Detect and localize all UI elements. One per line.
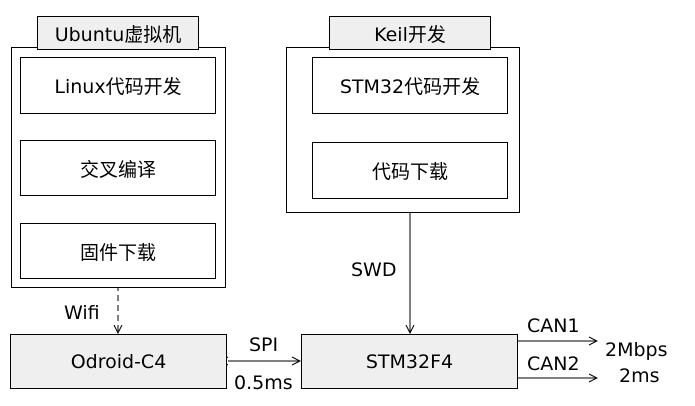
can-period-label: 2ms <box>619 365 660 387</box>
stm32f4-device: STM32F4 <box>301 334 518 389</box>
odroid-c4-device: Odroid-C4 <box>10 334 227 389</box>
swd-label: SWD <box>351 259 397 281</box>
wifi-label: Wifi <box>64 302 100 324</box>
spi-period-label: 0.5ms <box>234 372 293 394</box>
keil-title: Keil开发 <box>329 16 491 50</box>
ubuntu-title: Ubuntu虚拟机 <box>37 16 199 50</box>
keil-step-stm32-dev: STM32代码开发 <box>312 57 508 114</box>
ubuntu-step-linux-dev: Linux代码开发 <box>20 57 216 114</box>
ubuntu-step-cross-compile: 交叉编译 <box>20 140 216 196</box>
ubuntu-step-firmware-download: 固件下载 <box>20 223 216 279</box>
can1-label: CAN1 <box>527 315 580 337</box>
keil-step-code-download: 代码下载 <box>312 142 508 199</box>
spi-label: SPI <box>249 334 279 356</box>
can-rate-label: 2Mbps <box>605 339 668 361</box>
can2-label: CAN2 <box>527 353 580 375</box>
